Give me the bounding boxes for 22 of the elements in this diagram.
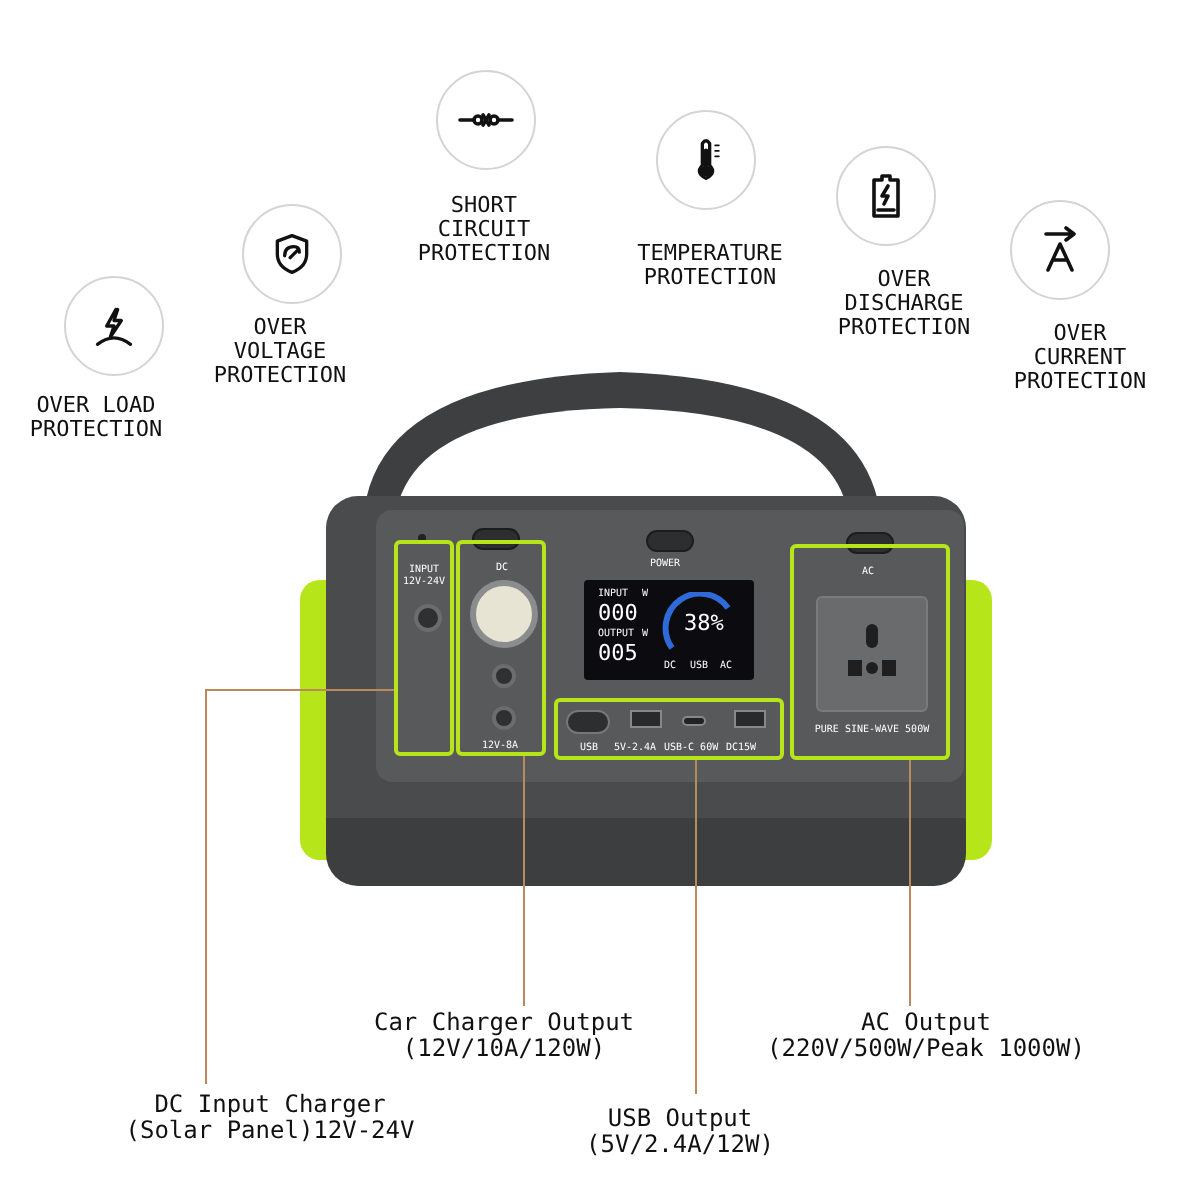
leader-line <box>523 755 525 1007</box>
callout-text: DC Input Charger (Solar Panel)12V-24V <box>118 1092 422 1144</box>
screen-digits: 005 <box>598 642 638 664</box>
protection-label: OVER CURRENT PROTECTION <box>1013 322 1147 394</box>
protection-label: OVER DISCHARGE PROTECTION <box>837 268 971 340</box>
leader-line <box>909 759 911 1007</box>
protection-label: OVER LOAD PROTECTION <box>29 394 163 442</box>
battery-percent: 38% <box>684 612 724 634</box>
callout-text: USB Output (5V/2.4A/12W) <box>578 1106 782 1158</box>
protection-label: TEMPERATURE PROTECTION <box>637 242 783 290</box>
protection-label: OVER VOLTAGE PROTECTION <box>213 316 347 388</box>
port-panel <box>456 540 546 756</box>
leader-line <box>205 689 395 1085</box>
protection-label: SHORT CIRCUIT PROTECTION <box>417 194 551 266</box>
port-panel <box>394 540 454 756</box>
leader-line <box>695 759 697 1095</box>
callout-text: Car Charger Output (12V/10A/120W) <box>366 1010 642 1062</box>
callout-text: AC Output (220V/500W/Peak 1000W) <box>759 1010 1093 1062</box>
screen-digits: 000 <box>598 602 638 624</box>
lcd-screen <box>584 580 754 680</box>
port-panel <box>554 698 784 760</box>
port-panel <box>790 544 950 760</box>
